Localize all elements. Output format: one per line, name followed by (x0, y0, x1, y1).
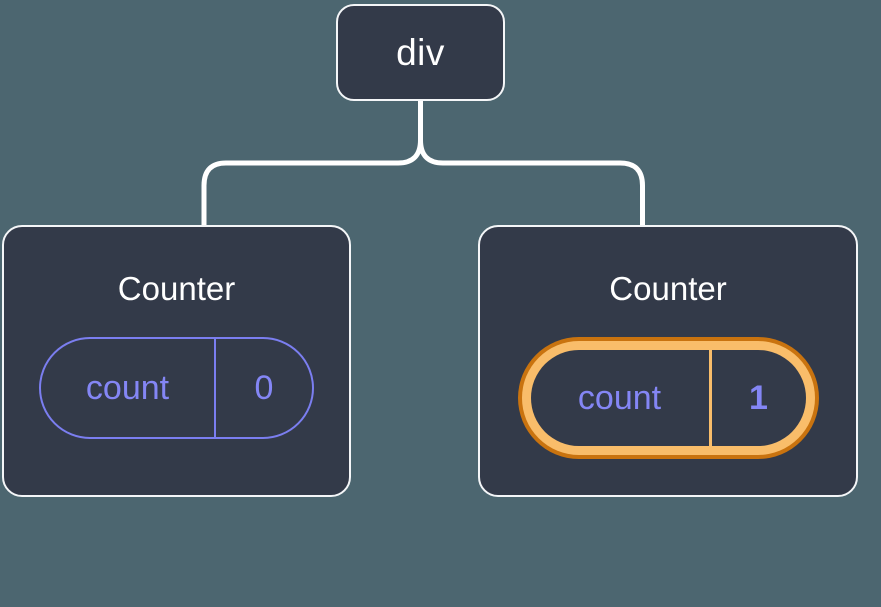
counter-title-left: Counter (117, 270, 236, 307)
component-tree-diagram: div Counter count 0 Counter count 1 (2, 4, 858, 497)
root-node-label: div (396, 32, 445, 73)
state-pill-left[interactable]: count 0 (39, 337, 314, 439)
connector-left (201, 137, 423, 229)
tree-node-counter-left[interactable]: Counter count 0 (2, 225, 351, 497)
state-pill-wrap-right: count 1 (480, 337, 856, 459)
state-pill-wrap-left: count 0 (4, 337, 349, 439)
counter-title-right: Counter (609, 270, 727, 307)
state-pill-core: count 1 (530, 350, 806, 446)
state-key-left: count (85, 369, 170, 407)
state-value-right: 1 (708, 350, 806, 446)
connector-right (418, 98, 645, 229)
state-key-right: count (577, 379, 662, 417)
tree-node-counter-right[interactable]: Counter count 1 (478, 225, 858, 497)
state-pill-ring: count 1 (521, 341, 815, 455)
state-value-left: 0 (214, 339, 312, 437)
tree-node-root[interactable]: div (336, 4, 505, 101)
state-pill-right-highlighted[interactable]: count 1 (517, 337, 819, 459)
